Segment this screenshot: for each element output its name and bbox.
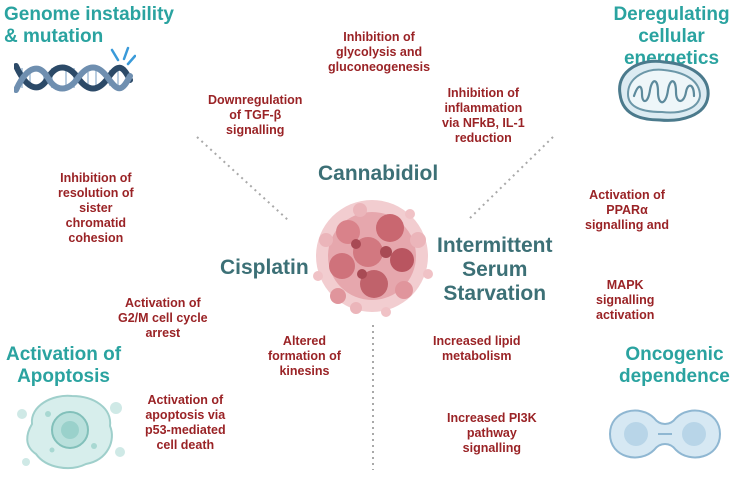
effect-tgf-beta: Downregulation of TGF-β signalling — [208, 93, 303, 137]
effect-p53-apoptosis: Activation of apoptosis via p53-mediated… — [145, 393, 226, 452]
effect-lipid-metabolism: Increased lipid metabolism — [433, 334, 521, 363]
corner-title-oncogenic-dependence: Oncogenic dependence — [619, 344, 730, 387]
treatment-cisplatin: Cisplatin — [220, 256, 309, 279]
corner-title-apoptosis: Activation of Apoptosis — [6, 344, 122, 387]
effect-g2m-arrest: Activation of G2/M cell cycle arrest — [118, 296, 208, 340]
effect-chromatid-cohesion: Inhibition of resolution of sister chrom… — [58, 171, 134, 245]
apoptotic-cell-icon — [17, 394, 125, 470]
divider-top-right — [467, 136, 554, 221]
treatment-cannabidiol: Cannabidiol — [318, 162, 439, 185]
treatment-intermittent-serum-starvation: Intermittent Serum Starvation — [437, 234, 553, 305]
effect-glycolysis: Inhibition of glycolysis and gluconeogen… — [328, 30, 431, 74]
corner-title-genome-instability: Genome instability & mutation — [4, 4, 174, 47]
divider-top-left — [196, 136, 289, 221]
effect-pi3k: Increased PI3K pathway signalling — [447, 411, 537, 455]
effect-ppar-alpha: Activation of PPARα signalling and — [585, 188, 670, 232]
effect-kinesins: Altered formation of kinesins — [268, 334, 341, 378]
tumor-cluster-icon — [313, 200, 433, 317]
mitochondrion-icon — [618, 59, 710, 122]
dividing-cell-icon — [608, 409, 722, 459]
effect-inflammation: Inhibition of inflammation via NFkB, IL-… — [442, 86, 525, 145]
dna-helix-icon — [14, 46, 136, 93]
effect-mapk: MAPK signalling activation — [596, 278, 655, 322]
